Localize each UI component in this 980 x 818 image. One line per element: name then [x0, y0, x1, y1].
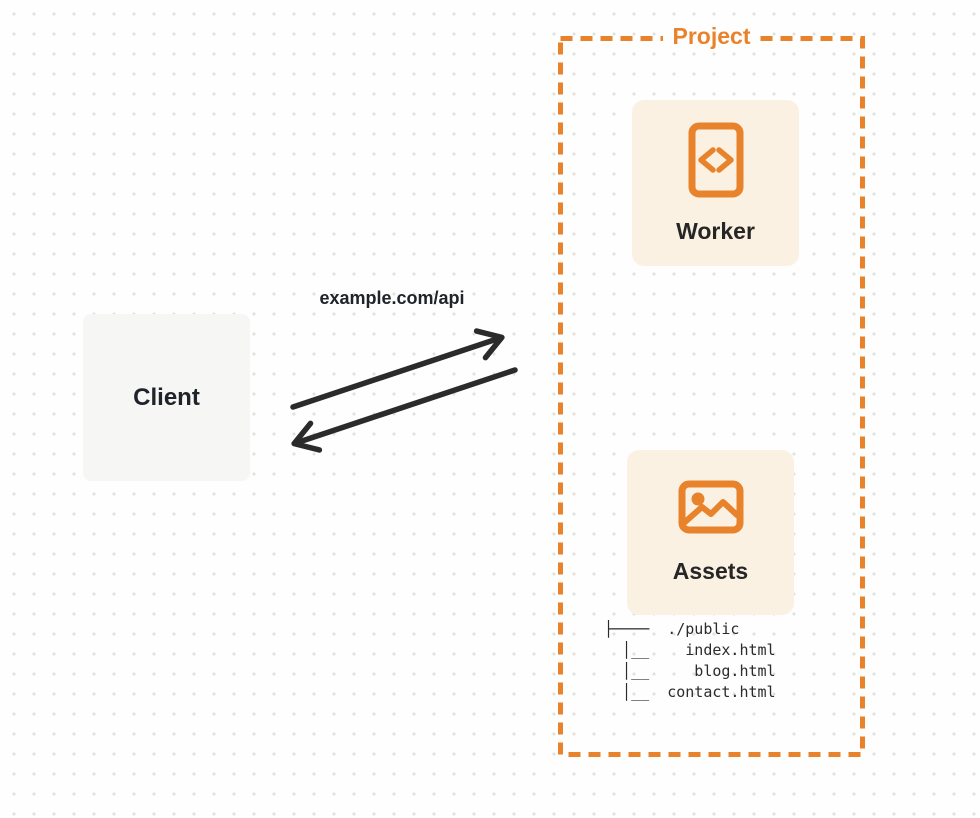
request-url-label: example.com/api: [319, 288, 465, 308]
project-to-client-arrow: [291, 367, 518, 453]
assets-label: Assets: [672, 558, 749, 584]
code-file-icon: [688, 122, 743, 197]
assets-file-tree: ├──── ./public │__ index.html │__ blog.h…: [604, 620, 776, 701]
worker-node: Worker: [632, 100, 799, 266]
client-label: Client: [133, 383, 200, 411]
client-node: Client: [83, 314, 250, 481]
project-label-row: Project: [558, 22, 865, 54]
project-label: Project: [662, 22, 761, 50]
worker-label: Worker: [676, 217, 755, 244]
image-icon: [678, 480, 743, 534]
assets-node: Assets: [627, 450, 794, 615]
client-to-project-arrow: [290, 328, 505, 410]
